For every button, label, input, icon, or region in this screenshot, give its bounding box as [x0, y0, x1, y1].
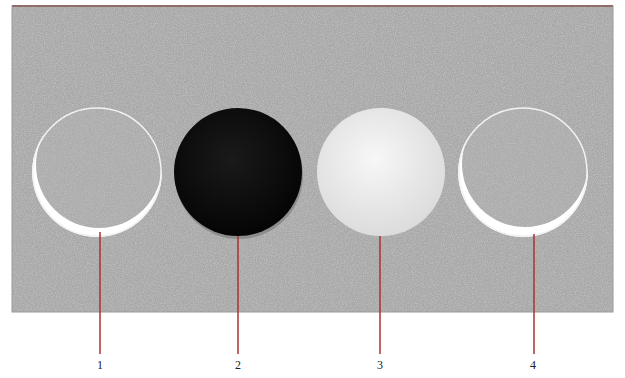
callout-number: 3 — [377, 358, 383, 372]
crescent-highlight — [30, 105, 165, 240]
crescent-highlight — [456, 105, 591, 240]
leader-line — [379, 236, 381, 354]
speckled-ground — [12, 6, 613, 312]
leader-line — [533, 234, 535, 354]
white-disc — [317, 108, 445, 236]
black-disc — [174, 108, 302, 236]
callout-number: 2 — [235, 358, 241, 372]
leader-line — [237, 236, 239, 354]
callout-number: 4 — [530, 358, 536, 372]
leader-line — [99, 232, 101, 354]
callout-number: 1 — [97, 358, 103, 372]
